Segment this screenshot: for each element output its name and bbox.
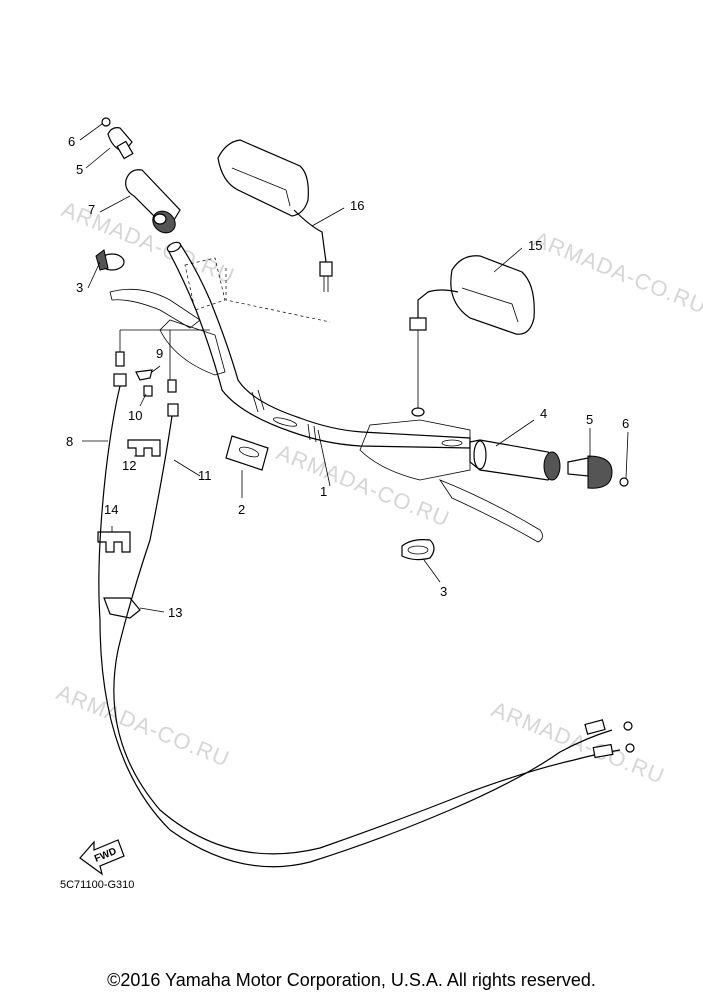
watermark: ARMADA-CO.RU	[530, 226, 703, 318]
throttle-grip	[125, 169, 181, 234]
cable-fittings	[113, 329, 210, 417]
part-label: 6	[68, 134, 75, 149]
throttle-cables	[98, 385, 635, 868]
cable-band-13	[103, 597, 141, 619]
grommet-left	[95, 249, 125, 271]
part-label: 10	[128, 408, 142, 423]
cable-clamp-14	[97, 531, 131, 553]
part-label: 4	[540, 406, 547, 421]
part-label: 5	[76, 162, 83, 177]
part-label: 9	[156, 346, 163, 361]
balancer-weight-right	[567, 455, 629, 489]
copyright-notice: ©2016 Yamaha Motor Corporation, U.S.A. A…	[107, 970, 596, 990]
grip-right	[469, 439, 561, 481]
part-label: 11	[198, 468, 212, 483]
part-label: 1	[320, 484, 327, 499]
part-label: 3	[440, 584, 447, 599]
part-label: 6	[622, 416, 629, 431]
part-label: 13	[168, 605, 182, 620]
rear-view-mirror-left	[217, 139, 333, 323]
rear-view-mirror-right	[409, 255, 535, 417]
leader-lines	[79, 123, 629, 613]
parts-diagram: ARMADA-CO.RU ARMADA-CO.RU ARMADA-CO.RU A…	[53, 117, 703, 891]
part-label: 14	[104, 502, 118, 517]
part-label: 12	[122, 458, 136, 473]
part-label: 5	[586, 412, 593, 427]
part-label: 3	[76, 280, 83, 295]
balancer-weight-left	[101, 117, 134, 160]
part-label: 15	[528, 238, 542, 253]
holder	[225, 435, 269, 471]
part-labels: 1 2 3 3 4 5 5 6 6 7 8 9 10 11 12 13 14 1…	[66, 134, 629, 620]
grommet-right	[401, 539, 435, 561]
part-label: 7	[88, 202, 95, 217]
part-label: 16	[350, 198, 364, 213]
forward-arrow-icon: FWD	[79, 839, 125, 876]
part-label: 8	[66, 434, 73, 449]
cable-clamp-12	[127, 439, 161, 457]
watermark-group: ARMADA-CO.RU ARMADA-CO.RU ARMADA-CO.RU A…	[53, 196, 703, 788]
reference-code: 5C71100-G310	[60, 879, 134, 891]
watermark: ARMADA-CO.RU	[53, 679, 233, 771]
part-label: 2	[238, 502, 245, 517]
